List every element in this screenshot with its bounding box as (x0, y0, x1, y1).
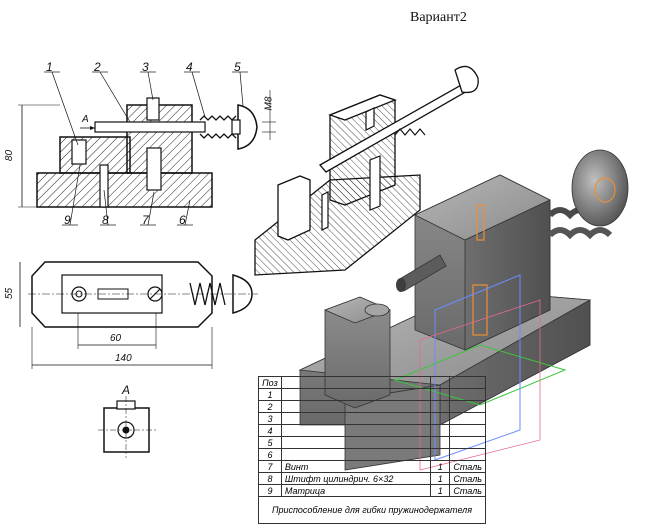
dim-plan-height: 55 (4, 287, 16, 300)
front-section-view (18, 71, 276, 226)
callout-3: 3 (142, 60, 149, 74)
table-caption: Приспособление для гибки пружинодержател… (258, 496, 486, 524)
table-row: 3 (258, 412, 486, 425)
view-a-label: A (122, 383, 131, 397)
variant-title: Вариант2 (410, 10, 467, 25)
dim-overall-length: 140 (115, 353, 132, 364)
callout-8: 8 (102, 213, 109, 227)
table-row: 5 (258, 436, 486, 449)
dim-height: 80 (4, 149, 16, 162)
table-header-pos: Поз (258, 376, 282, 389)
callout-6: 6 (179, 213, 186, 227)
table-row: 9 Матрица 1 Сталь (258, 484, 486, 497)
callout-5: 5 (234, 60, 241, 74)
table-row: 2 (258, 400, 486, 413)
callout-4: 4 (186, 60, 193, 74)
callout-2: 2 (94, 60, 101, 74)
specification-table: Поз 1 2 3 4 5 (258, 376, 486, 524)
plan-view (19, 261, 258, 369)
table-row: 6 (258, 448, 486, 461)
callout-9: 9 (64, 213, 71, 227)
section-arrow-label: A (82, 114, 89, 125)
table-row: 1 (258, 388, 486, 401)
dim-thread: М8 (263, 96, 275, 111)
table-row: 8 Штифт цилиндрич. 6×32 1 Сталь (258, 472, 486, 485)
view-a (98, 396, 156, 458)
table-row: 4 (258, 424, 486, 437)
callout-7: 7 (142, 213, 149, 227)
isometric-section-sketch (254, 65, 479, 276)
callout-1: 1 (46, 60, 53, 74)
dim-inner-length: 60 (110, 333, 122, 344)
table-row: 7 Винт 1 Сталь (258, 460, 486, 473)
